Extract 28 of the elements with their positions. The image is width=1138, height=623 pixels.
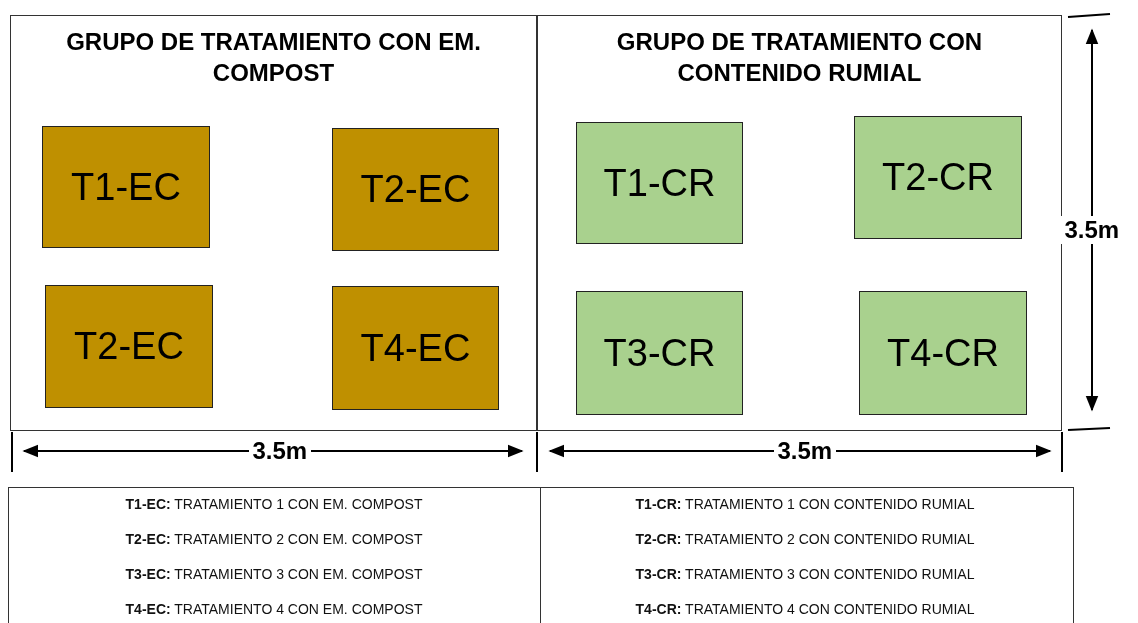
group-title: GRUPO DE TRATAMIENTO CON CONTENIDO RUMIAL: [615, 27, 984, 88]
plot-label: T4-CR: [887, 331, 999, 375]
legend-entry: T1-CR: TRATAMIENTO 1 CON CONTENIDO RUMIAL: [634, 496, 976, 512]
plot-label: T2-CR: [882, 156, 994, 199]
legend-entry: T3-EC: TRATAMIENTO 3 CON EM. COMPOST: [124, 566, 424, 582]
plot-box: [42, 126, 210, 248]
plot-box: [332, 128, 499, 251]
legend-entry: T1-EC: TRATAMIENTO 1 CON EM. COMPOST: [124, 496, 424, 512]
legend-entry: T2-EC: TRATAMIENTO 2 CON EM. COMPOST: [124, 531, 424, 547]
plot-label: T4-EC: [360, 326, 471, 370]
plot-box: [859, 291, 1027, 415]
legend-entry: T3-CR: TRATAMIENTO 3 CON CONTENIDO RUMIAL: [634, 566, 976, 582]
plot-label: T2-EC: [74, 325, 184, 368]
plot-label: T1-CR: [603, 161, 716, 205]
plot-box: [332, 286, 499, 410]
plot-area-panel: [10, 15, 537, 431]
plot-box: [854, 116, 1022, 239]
group-title: GRUPO DE TRATAMIENTO CON EM. COMPOST: [66, 27, 481, 88]
plot-box: [576, 291, 743, 415]
plot-box: [576, 122, 743, 244]
plot-label: T3-CR: [603, 331, 716, 375]
plot-label: T2-EC: [360, 168, 471, 211]
plot-box: [45, 285, 213, 408]
legend-entry: T4-EC: TRATAMIENTO 4 CON EM. COMPOST: [124, 601, 424, 617]
legend-entry: T2-CR: TRATAMIENTO 2 CON CONTENIDO RUMIAL: [634, 531, 976, 547]
plot-label: T1-EC: [71, 165, 181, 209]
legend-entry: T4-CR: TRATAMIENTO 4 CON CONTENIDO RUMIAL: [634, 601, 976, 617]
plot-area-panel: [537, 15, 1062, 431]
